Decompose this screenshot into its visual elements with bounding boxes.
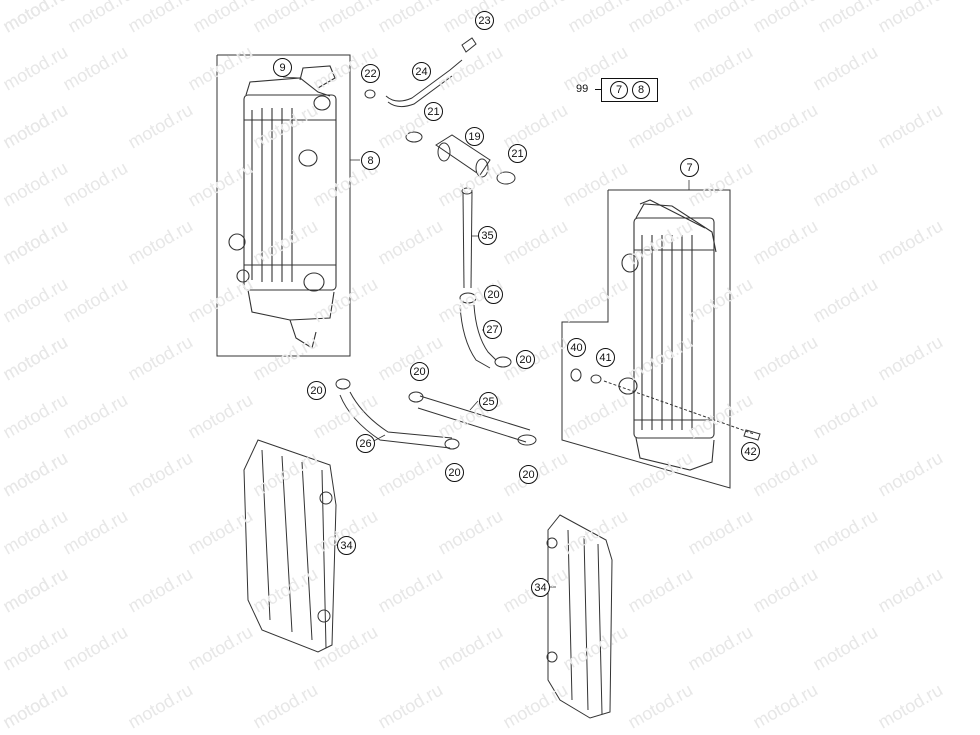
callout-20-pipe[interactable]: 20 [484, 285, 503, 304]
left-radiator-guard [243, 439, 337, 653]
callout-21-top[interactable]: 21 [424, 102, 443, 121]
pipe-35 [461, 187, 473, 289]
left-radiator [228, 65, 337, 349]
callout-27[interactable]: 27 [483, 320, 502, 339]
callout-22[interactable]: 22 [361, 64, 380, 83]
callout-9[interactable]: 9 [273, 58, 292, 77]
callout-26[interactable]: 26 [356, 434, 375, 453]
washer-41 [590, 374, 602, 384]
hose-25 [417, 395, 531, 443]
hose-26 [339, 391, 453, 449]
left-radiator-frame [216, 54, 351, 357]
callout-8[interactable]: 8 [361, 151, 380, 170]
callout-20-upper[interactable]: 20 [410, 362, 429, 381]
hose-27 [459, 304, 497, 369]
callout-25[interactable]: 25 [479, 392, 498, 411]
callout-20-hose27[interactable]: 20 [516, 350, 535, 369]
right-radiator-guard [546, 514, 613, 719]
kit-connector [595, 89, 601, 90]
kit-item-7[interactable]: 7 [610, 81, 628, 99]
callout-21-right[interactable]: 21 [508, 144, 527, 163]
callout-41[interactable]: 41 [596, 348, 615, 367]
callout-20-bottom-right[interactable]: 20 [519, 465, 538, 484]
clamp-20e [517, 434, 537, 446]
callout-7[interactable]: 7 [680, 158, 699, 177]
callout-19[interactable]: 19 [465, 127, 484, 146]
callout-40[interactable]: 40 [567, 338, 586, 357]
callout-23[interactable]: 23 [475, 11, 494, 30]
clamp-20b [494, 356, 512, 368]
right-radiator-frame [561, 189, 731, 489]
clamp-22 [364, 89, 376, 99]
kit-ref-label: 99 [576, 83, 589, 95]
thermostat-housing [435, 134, 491, 178]
callout-24[interactable]: 24 [412, 62, 431, 81]
callout-20-bottom-left[interactable]: 20 [445, 463, 464, 482]
clamp-20c [408, 391, 424, 403]
clamp-21b [496, 171, 516, 185]
washer-40 [570, 368, 582, 382]
clamp-20f [444, 438, 460, 450]
bolt-42 [743, 429, 761, 441]
callout-34-right[interactable]: 34 [531, 578, 550, 597]
clamp-20a [459, 292, 477, 304]
clamp-21a [405, 131, 423, 143]
callout-20-left[interactable]: 20 [307, 381, 326, 400]
kit-box: 7 8 [601, 78, 658, 102]
callout-34-left[interactable]: 34 [337, 536, 356, 555]
nipple-23 [461, 37, 477, 53]
callout-35[interactable]: 35 [478, 226, 497, 245]
callout-42[interactable]: 42 [741, 442, 760, 461]
clamp-20d [335, 378, 351, 390]
right-radiator [618, 199, 717, 471]
hose-24 [385, 59, 463, 102]
kit-item-8[interactable]: 8 [632, 81, 650, 99]
